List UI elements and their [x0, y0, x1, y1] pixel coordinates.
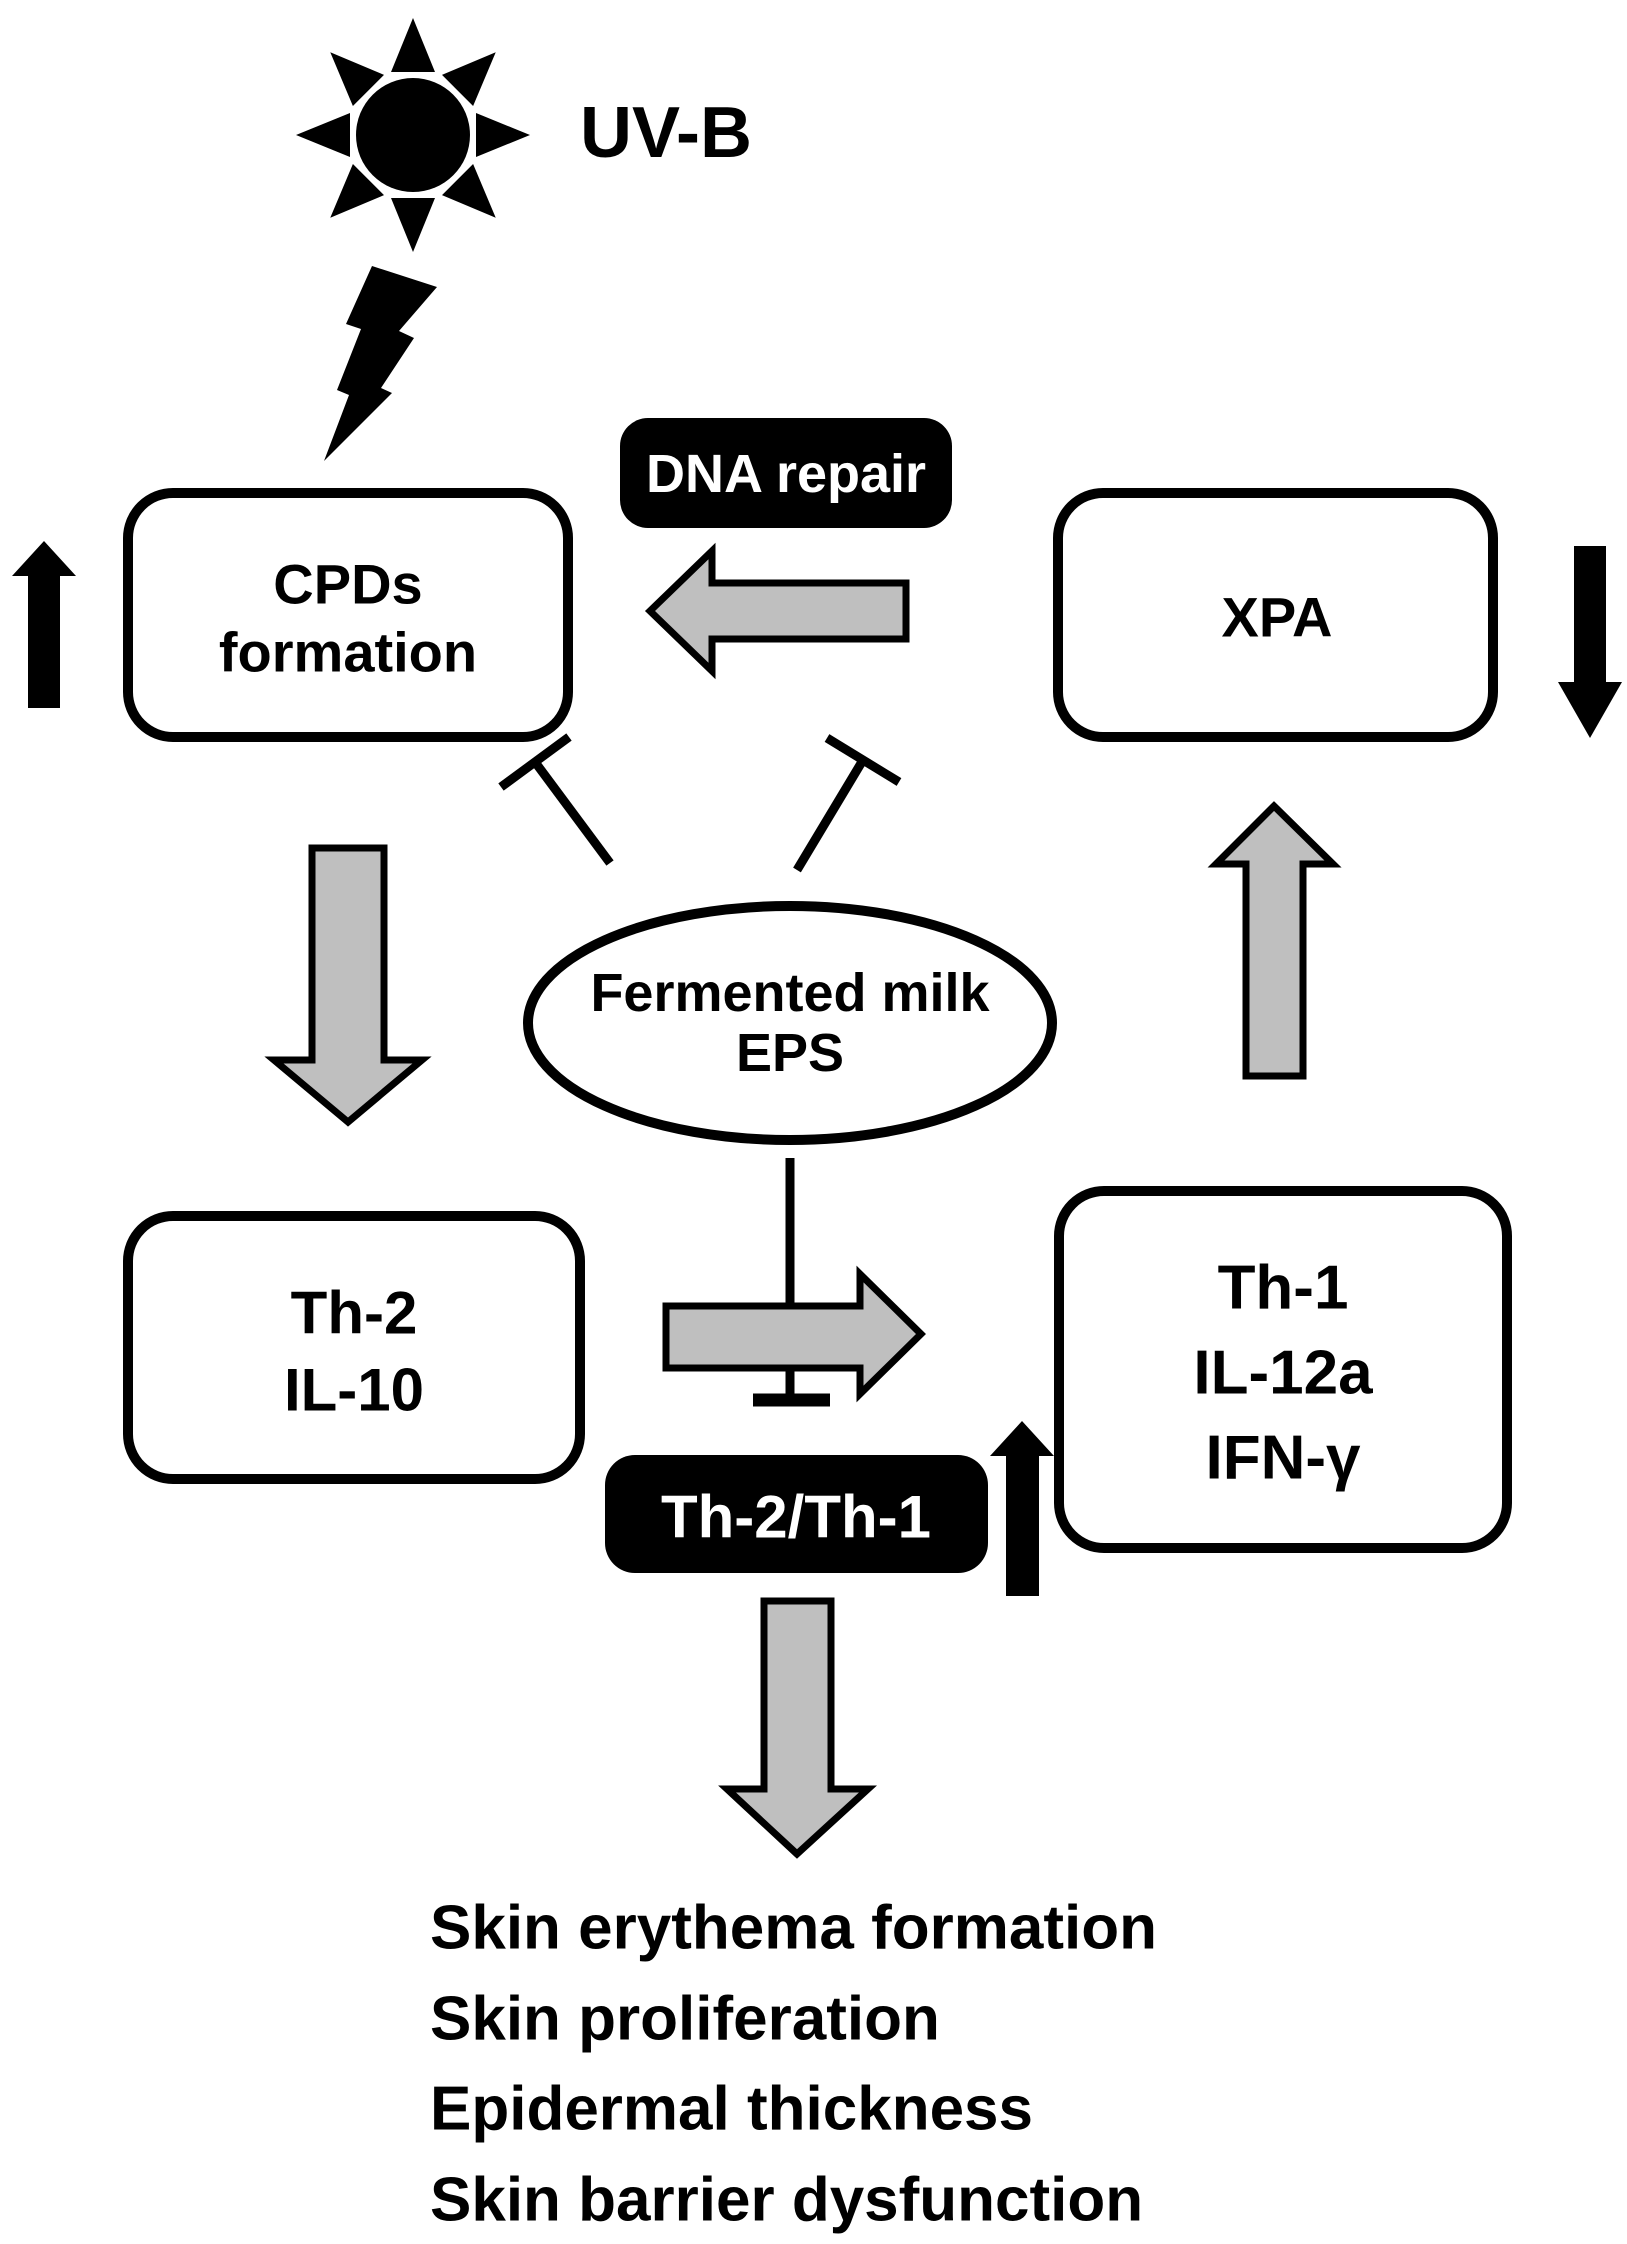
th1-line3: IFN-γ: [1206, 1424, 1362, 1493]
sun-icon: [296, 18, 530, 252]
outcome-item: Skin erythema formation: [430, 1894, 1157, 1963]
outcome-item: Epidermal thickness: [430, 2075, 1033, 2144]
cpds-to-th2-arrow-icon: [264, 844, 432, 1127]
th2-line2: IL-10: [284, 1357, 424, 1424]
eps-node: Fermented milk EPS: [523, 901, 1057, 1145]
th1-line2: IL-12a: [1193, 1339, 1373, 1408]
th2-line1: Th-2: [291, 1280, 418, 1347]
eps-to-xpa-arrow-icon: [1207, 801, 1342, 1080]
dna-repair-arrow-icon: [644, 542, 910, 680]
cpds-increase-arrow-icon: [12, 541, 76, 708]
th1-node: Th-1 IL-12a IFN-γ: [1054, 1186, 1512, 1553]
xpa-node: XPA: [1053, 488, 1498, 742]
eps-inhibits-cpds-line: [498, 733, 614, 866]
xpa-text: XPA: [1222, 586, 1333, 649]
cpds-node: CPDs formation: [123, 488, 573, 742]
cpds-line1: CPDs: [273, 553, 422, 616]
uvb-label: UV-B: [580, 93, 752, 173]
outcomes-list: Skin erythema formation Skin proliferati…: [430, 1894, 1157, 2235]
th2-to-th1-arrow-icon: [662, 1265, 926, 1403]
dna-repair-text: DNA repair: [646, 444, 926, 504]
outcome-item: Skin barrier dysfunction: [430, 2166, 1143, 2235]
eps-line2: EPS: [736, 1023, 844, 1083]
th2-th1-ratio-text: Th-2/Th-1: [661, 1484, 931, 1551]
th2-node: Th-2 IL-10: [123, 1211, 585, 1484]
ratio-to-outcomes-arrow-icon: [718, 1597, 878, 1859]
lightning-bolt-icon: [324, 266, 437, 461]
th2-th1-ratio-label: Th-2/Th-1: [605, 1455, 988, 1573]
cpds-line2: formation: [219, 621, 477, 684]
xpa-decrease-arrow-icon: [1558, 546, 1622, 738]
th1-line1: Th-1: [1218, 1254, 1349, 1323]
eps-line1: Fermented milk: [590, 963, 990, 1023]
dna-repair-label: DNA repair: [620, 418, 952, 528]
outcome-item: Skin proliferation: [430, 1985, 940, 2054]
eps-inhibits-xpa-line: [793, 734, 902, 873]
ratio-increase-arrow-icon: [990, 1421, 1054, 1596]
